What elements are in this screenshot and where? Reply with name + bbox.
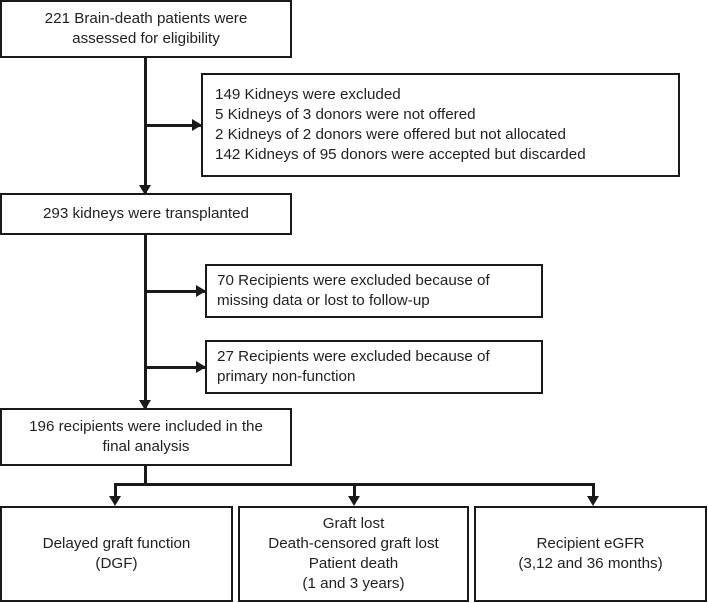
node-included-final-analysis: 196 recipients were included in the fina… (0, 408, 292, 466)
connector-transplanted-to-excluded-27 (144, 366, 208, 369)
connector-drop-dgf (114, 483, 117, 498)
node-kidneys-transplanted-label: 293 kidneys were transplanted (42, 204, 249, 222)
connector-assessed-to-transplanted (144, 58, 147, 196)
connector-drop-graft-lost (353, 483, 356, 498)
node-outcome-delayed-graft-function: Delayed graft function (DGF) (0, 506, 233, 602)
node-excluded-kidneys-label: 149 Kidneys were excluded 5 Kidneys of 3… (215, 85, 586, 164)
node-assessed-label: 221 Brain-death patients were assessed f… (44, 9, 248, 47)
arrowhead-down-dgf (109, 496, 121, 506)
node-outcome-egfr-label: Recipient eGFR (3,12 and 36 months) (518, 534, 663, 572)
node-excluded-kidneys: 149 Kidneys were excluded 5 Kidneys of 3… (201, 73, 680, 177)
node-outcome-graft-lost-label: Graft lost Death-censored graft lost Pat… (268, 514, 439, 593)
node-kidneys-transplanted: 293 kidneys were transplanted (0, 193, 292, 235)
node-excluded-70-recipients: 70 Recipients were excluded because of m… (205, 264, 543, 318)
arrowhead-right-excluded-70 (196, 285, 206, 297)
connector-assessed-to-excluded-kidneys (144, 124, 204, 127)
node-excluded-27-recipients: 27 Recipients were excluded because of p… (205, 340, 543, 394)
arrowhead-down-graft-lost (348, 496, 360, 506)
node-outcome-graft-lost: Graft lost Death-censored graft lost Pat… (238, 506, 469, 602)
arrowhead-down-egfr (587, 496, 599, 506)
connector-drop-egfr (592, 483, 595, 498)
node-outcome-dgf-label: Delayed graft function (DGF) (42, 534, 191, 572)
node-outcome-recipient-egfr: Recipient eGFR (3,12 and 36 months) (474, 506, 707, 602)
node-excluded-27-label: 27 Recipients were excluded because of p… (217, 347, 490, 385)
node-excluded-70-label: 70 Recipients were excluded because of m… (217, 271, 490, 309)
arrowhead-right-excluded-27 (196, 361, 206, 373)
arrowhead-right-excluded-kidneys (192, 119, 202, 131)
arrowhead-down-transplanted (139, 185, 151, 195)
connector-transplanted-to-included (144, 235, 147, 411)
node-included-label: 196 recipients were included in the fina… (29, 417, 263, 455)
arrowhead-down-included (139, 400, 151, 410)
connector-transplanted-to-excluded-70 (144, 290, 208, 293)
connector-included-stem (144, 466, 147, 486)
node-assessed-for-eligibility: 221 Brain-death patients were assessed f… (0, 0, 292, 58)
